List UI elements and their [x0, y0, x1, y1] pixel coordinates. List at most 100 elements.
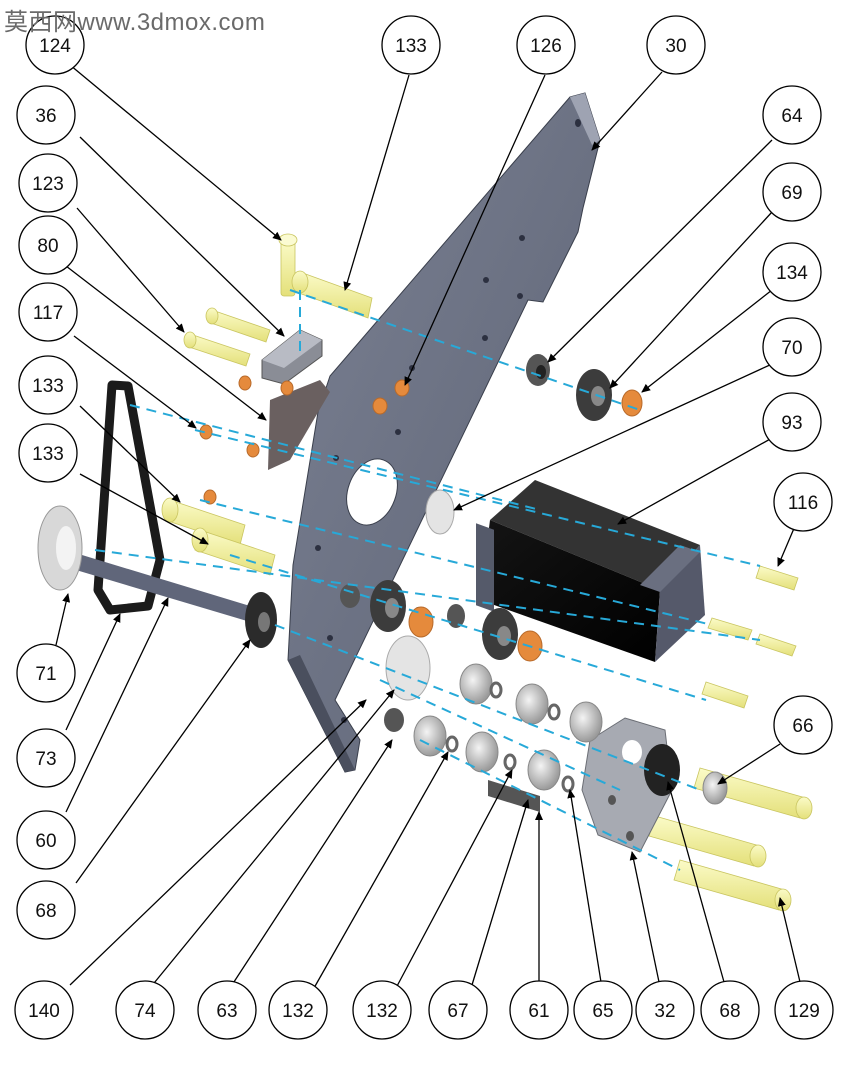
callout-circle [573, 980, 633, 1040]
callout-label: 32 [654, 1001, 675, 1022]
callout-label: 123 [32, 174, 64, 195]
callout-label: 133 [32, 444, 64, 465]
callout-label: 70 [781, 338, 802, 359]
callout-circle [18, 215, 78, 275]
callout-circle [18, 355, 78, 415]
callout-label: 68 [719, 1001, 740, 1022]
callout-label: 73 [35, 749, 56, 770]
leader-lines [55, 64, 801, 989]
callout-circle [381, 15, 441, 75]
callout-label: 133 [32, 376, 64, 397]
callout-68: 68 [700, 980, 760, 1040]
callout-circle [197, 980, 257, 1040]
callout-label: 30 [665, 36, 686, 57]
callout-label: 129 [788, 1001, 820, 1022]
callout-label: 117 [33, 303, 63, 324]
callout-circle [18, 423, 78, 483]
assembly-axis-lines [94, 289, 761, 871]
callout-circle [762, 162, 822, 222]
callout-label: 67 [447, 1001, 468, 1022]
callout-label: 134 [776, 263, 808, 284]
callout-117: 117 [18, 282, 78, 342]
callout-circle [25, 15, 85, 75]
callout-label: 63 [216, 1001, 237, 1022]
callout-circle [16, 643, 76, 703]
callout-circle [268, 980, 328, 1040]
callout-circle [646, 15, 706, 75]
callout-label: 133 [395, 36, 427, 57]
callout-label: 68 [35, 901, 56, 922]
callout-label: 116 [788, 493, 818, 514]
callout-circle [773, 695, 833, 755]
callout-label: 65 [592, 1001, 613, 1022]
callout-65: 65 [573, 980, 633, 1040]
callout-label: 61 [528, 1001, 549, 1022]
callout-label: 69 [781, 183, 802, 204]
callout-circle [14, 980, 74, 1040]
callout-label: 124 [39, 36, 71, 57]
callout-133: 133 [18, 355, 78, 415]
callout-80: 80 [18, 215, 78, 275]
callout-67: 67 [428, 980, 488, 1040]
callout-30: 30 [646, 15, 706, 75]
callout-circle [773, 472, 833, 532]
main-plate [287, 92, 601, 773]
callout-circle [762, 317, 822, 377]
callout-circle [516, 15, 576, 75]
callout-circle [16, 880, 76, 940]
callout-label: 36 [35, 106, 56, 127]
callout-label: 71 [35, 664, 56, 685]
callout-circle [762, 242, 822, 302]
callout-label: 60 [35, 831, 56, 852]
callout-60: 60 [16, 810, 76, 870]
callout-124: 124 [25, 15, 85, 75]
callout-label: 132 [282, 1001, 314, 1022]
callout-label: 66 [792, 716, 813, 737]
callout-73: 73 [16, 728, 76, 788]
callout-circle [762, 392, 822, 452]
callout-93: 93 [762, 392, 822, 452]
callout-circle [18, 282, 78, 342]
callout-bubbles: 124 133 126 30 36 64 123 69 80 134 117 70 133 93 133 11… [14, 15, 834, 1040]
callout-circle [16, 810, 76, 870]
callout-label: 140 [28, 1001, 60, 1022]
callout-126: 126 [516, 15, 576, 75]
belt-and-pulleys [37, 380, 455, 701]
callout-circle [428, 980, 488, 1040]
callout-132: 132 [268, 980, 328, 1040]
callout-circle [115, 980, 175, 1040]
callout-label: 74 [134, 1001, 156, 1022]
callout-68: 68 [16, 880, 76, 940]
callout-64: 64 [762, 85, 822, 145]
callout-69: 69 [762, 162, 822, 222]
watermark: 莫西网www.3dmox.com [4, 9, 266, 36]
callout-36: 36 [16, 85, 76, 145]
callout-133: 133 [381, 15, 441, 75]
bolts [161, 233, 813, 912]
callout-circle [352, 980, 412, 1040]
callout-circle [700, 980, 760, 1040]
callout-circle [509, 980, 569, 1040]
callout-116: 116 [773, 472, 833, 532]
callout-label: 132 [366, 1001, 398, 1022]
callout-140: 140 [14, 980, 74, 1040]
callout-circle [774, 980, 834, 1040]
callout-70: 70 [762, 317, 822, 377]
callout-123: 123 [18, 153, 78, 213]
callout-132: 132 [352, 980, 412, 1040]
callout-71: 71 [16, 643, 76, 703]
callout-61: 61 [509, 980, 569, 1040]
callout-32: 32 [635, 980, 695, 1040]
callout-circle [762, 85, 822, 145]
callout-label: 80 [37, 236, 58, 257]
callout-circle [16, 85, 76, 145]
callout-label: 64 [781, 106, 803, 127]
callout-74: 74 [115, 980, 175, 1040]
callout-66: 66 [773, 695, 833, 755]
callout-circle [18, 153, 78, 213]
callout-129: 129 [774, 980, 834, 1040]
callout-134: 134 [762, 242, 822, 302]
callout-133: 133 [18, 423, 78, 483]
callout-circle [635, 980, 695, 1040]
